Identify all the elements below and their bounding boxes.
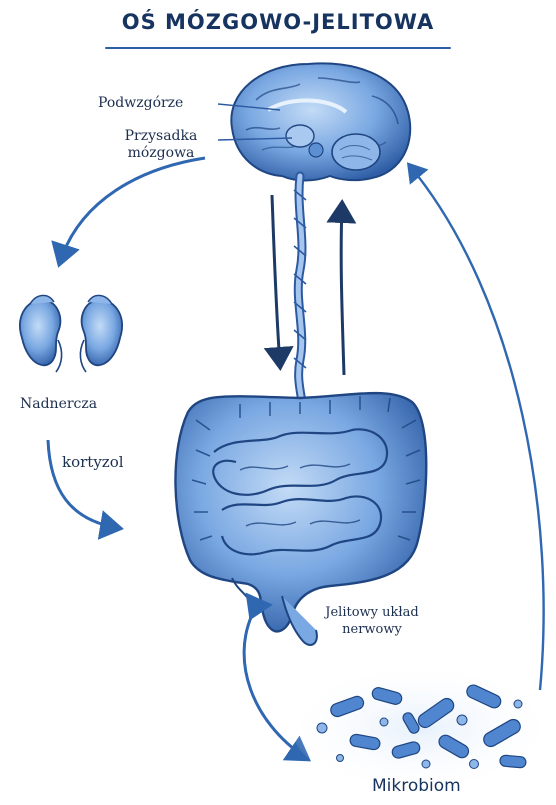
descending-arrow — [272, 195, 280, 365]
adrenal-kidney-icon — [20, 295, 122, 372]
microbiome-icon — [292, 666, 548, 790]
hypothalamus-label: Podwzgórze — [98, 95, 183, 112]
ens-label-line2: nerwowy — [312, 621, 432, 638]
pituitary-label: Przysadka mózgowa — [102, 128, 220, 162]
pituitary-label-line2: mózgowa — [102, 145, 220, 162]
ens-label-line1: Jelitowy układ — [312, 604, 432, 621]
adrenals-label: Nadnercza — [20, 396, 97, 413]
ascending-arrow — [341, 205, 344, 375]
brain-icon — [231, 63, 410, 180]
pituitary-label-line1: Przysadka — [102, 128, 220, 145]
ens-label: Jelitowy układ nerwowy — [312, 604, 432, 638]
hpa-arrow — [60, 158, 205, 262]
cortisol-label: kortyzol — [62, 454, 124, 471]
microbiome-label: Mikrobiom — [372, 778, 461, 795]
vagus-nerve — [294, 176, 306, 405]
